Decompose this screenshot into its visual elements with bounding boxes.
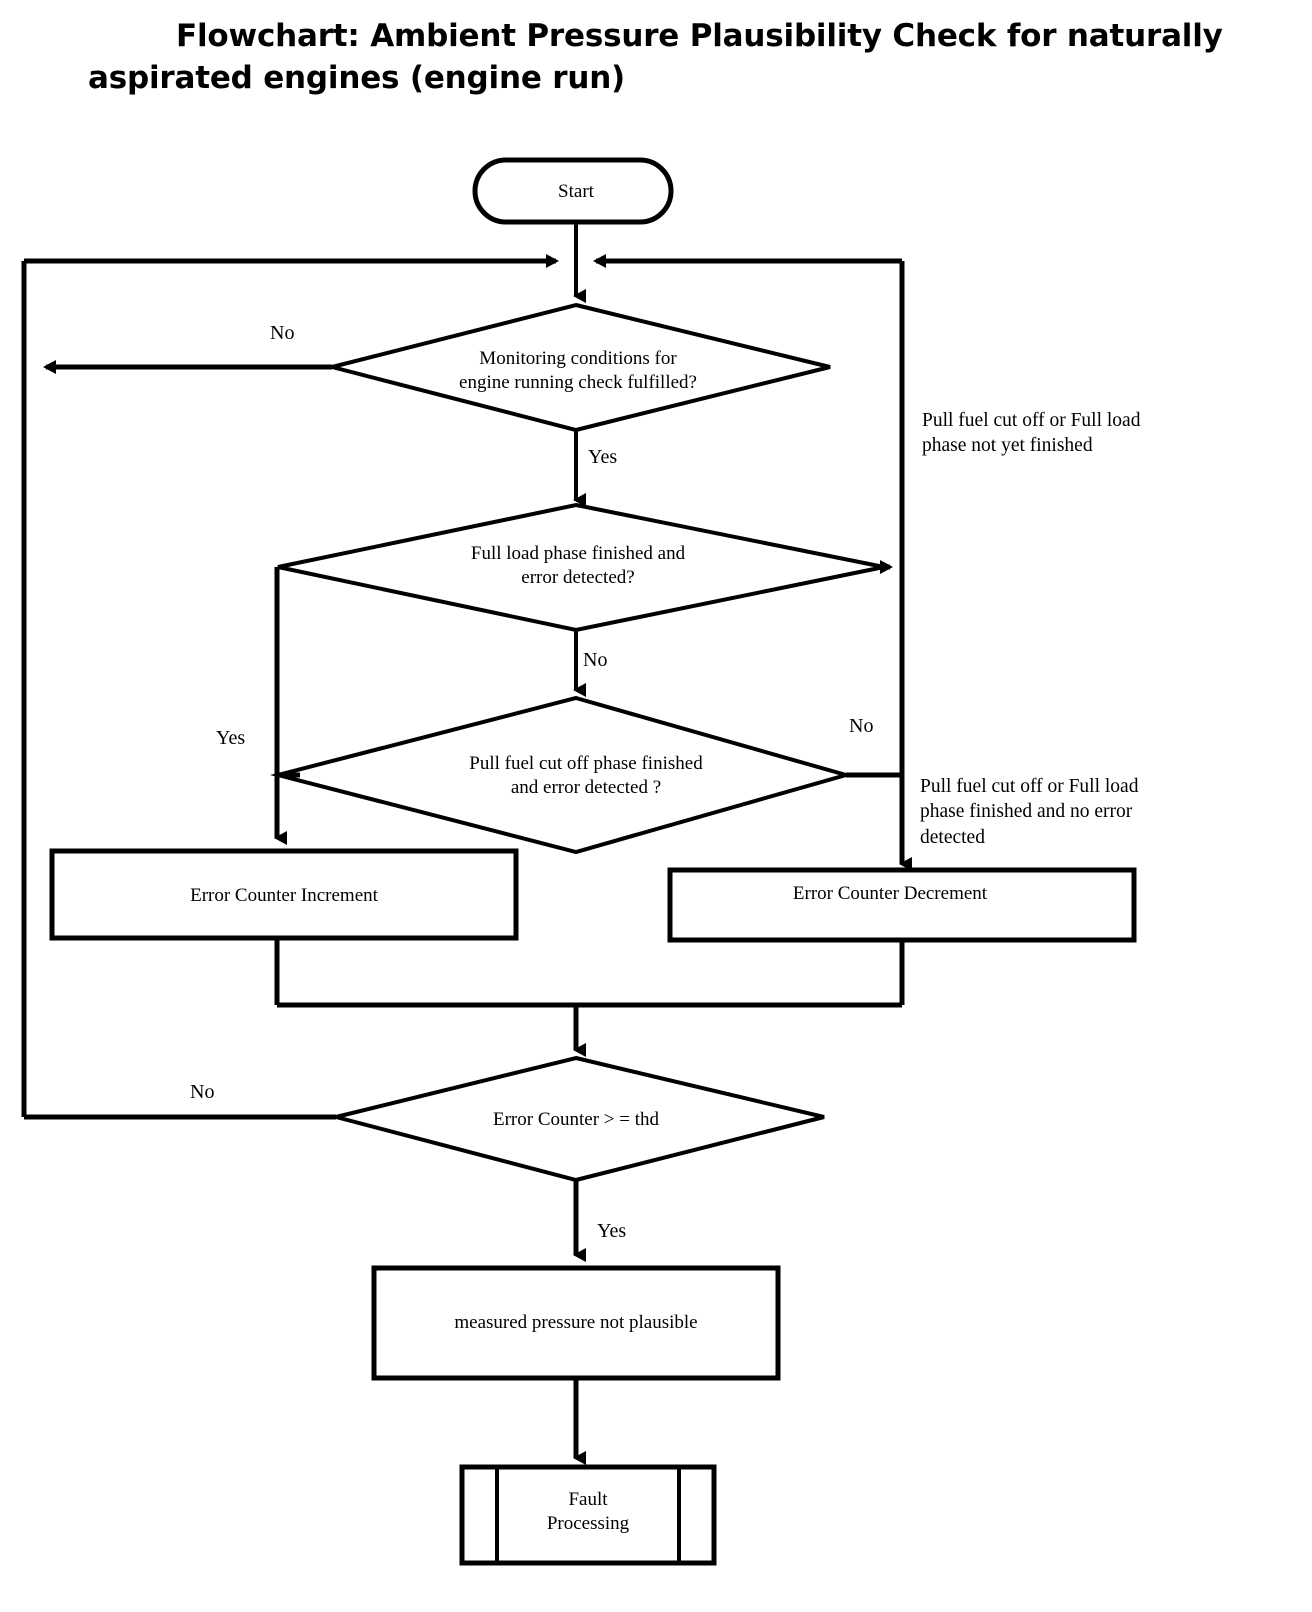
annotation-note-bottom: Pull fuel cut off or Full load phase fin… [920,776,1139,848]
edge-label-d4-yes: Yes [597,1220,627,1242]
decision3-shape [270,695,854,855]
increment-node-shape [49,848,519,941]
page-title-line-2: aspirated engines (engine run) [88,59,626,96]
start-node-label: Start [558,181,594,202]
decision2-label: Full load phase finished and error detec… [470,543,686,589]
edge-label-d4-no: No [190,1081,215,1103]
fault-label: Fault Processing [546,1489,630,1535]
edge-label-d3-yes: Yes [216,727,246,749]
increment-label: Error Counter Increment [190,885,378,906]
fault-node-shape [459,1464,717,1566]
start-node-shape [472,157,674,225]
decision3-label: Pull fuel cut off phase finished and err… [469,753,703,799]
page-title: Flowchart: Ambient Pressure Plausibility… [88,16,1258,99]
annotation-note-top: Pull fuel cut off or Full load phase not… [922,410,1141,457]
page-title-line-1: Flowchart: Ambient Pressure Plausibility… [176,18,1223,54]
notplausible-label: measured pressure not plausible [454,1312,698,1333]
edge-label-d2-no: No [583,649,608,671]
edge-label-d1-yes: Yes [588,446,618,468]
decrement-label: Error Counter Decrement [792,883,988,904]
edge-label-d3-no: No [849,715,874,737]
edge-label-d1-no: No [270,322,295,344]
decision1-label: Monitoring conditions for engine running… [459,348,697,394]
decision4-label: Error Counter > = thd [492,1109,659,1130]
